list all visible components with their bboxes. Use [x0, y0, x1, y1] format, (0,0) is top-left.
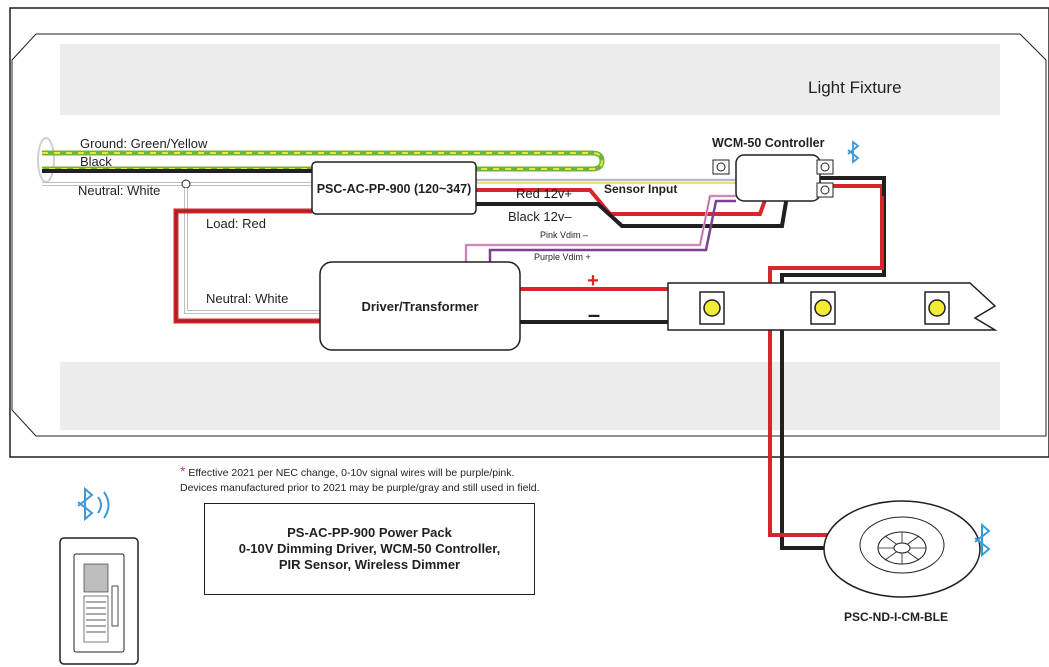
ceiling-sensor	[823, 500, 981, 598]
controller-label: WCM-50 Controller	[712, 136, 825, 150]
summary-line-2: 0-10V Dimming Driver, WCM-50 Controller,	[238, 541, 501, 556]
black-12v-wire	[476, 176, 886, 228]
summary-line-1: PS-AC-PP-900 Power Pack	[287, 525, 452, 540]
neutral-white-wire	[42, 179, 320, 314]
power-pack-label: PSC-AC-PP-900 (120~347)	[317, 182, 472, 196]
note-line-2: Devices manufactured prior to 2021 may b…	[180, 482, 540, 494]
ground-wire	[42, 150, 605, 172]
note-asterisk: *	[180, 463, 186, 479]
light-fixture-housing	[9, 7, 1049, 458]
load-red-label: Load: Red	[206, 216, 266, 231]
wireless-dimmer	[59, 537, 139, 665]
driver-box	[319, 261, 521, 351]
summary-box: PS-AC-PP-900 Power Pack 0-10V Dimming Dr…	[204, 503, 535, 595]
led-chip-2	[810, 291, 836, 325]
led-chip-1	[699, 291, 725, 325]
purple-vdim-wire	[488, 199, 736, 262]
red-12v-label: Red 12v+	[516, 186, 572, 201]
reflector-top-panel	[60, 44, 1000, 115]
light-fixture-label: Light Fixture	[808, 78, 902, 97]
black-wire-label: Black	[80, 154, 112, 169]
neutral-top-label: Neutral: White	[78, 183, 160, 198]
sensor-label: PSC-ND-I-CM-BLE	[844, 610, 948, 624]
led-strip	[667, 282, 998, 331]
summary-line-3: PIR Sensor, Wireless Dimmer	[278, 557, 461, 572]
sensor-input-label: Sensor Input	[604, 182, 677, 196]
black-12v-label: Black 12v–	[508, 209, 572, 224]
neutral-bottom-label: Neutral: White	[206, 291, 288, 306]
reflector-bottom-panel	[60, 362, 1000, 430]
controller-bluetooth-icon	[847, 140, 860, 164]
note-line-1: Effective 2021 per NEC change, 0-10v sig…	[188, 467, 515, 479]
positive-symbol: +	[587, 270, 599, 292]
dimmer-bluetooth-icon	[77, 486, 110, 522]
controller-box	[712, 154, 834, 202]
knockout-hole	[37, 137, 55, 183]
ground-wire-label: Ground: Green/Yellow	[80, 136, 208, 151]
led-chip-3	[924, 291, 950, 325]
power-pack-box	[311, 161, 477, 215]
sensor-bluetooth-icon	[974, 522, 991, 558]
purple-vdim-label: Purple Vdim +	[534, 252, 591, 262]
driver-label: Driver/Transformer	[361, 299, 478, 314]
pink-vdim-label: Pink Vdim –	[540, 230, 588, 240]
nec-note: * Effective 2021 per NEC change, 0-10v s…	[180, 464, 540, 496]
sensor-red-cable	[768, 196, 884, 537]
negative-symbol: –	[588, 302, 600, 327]
